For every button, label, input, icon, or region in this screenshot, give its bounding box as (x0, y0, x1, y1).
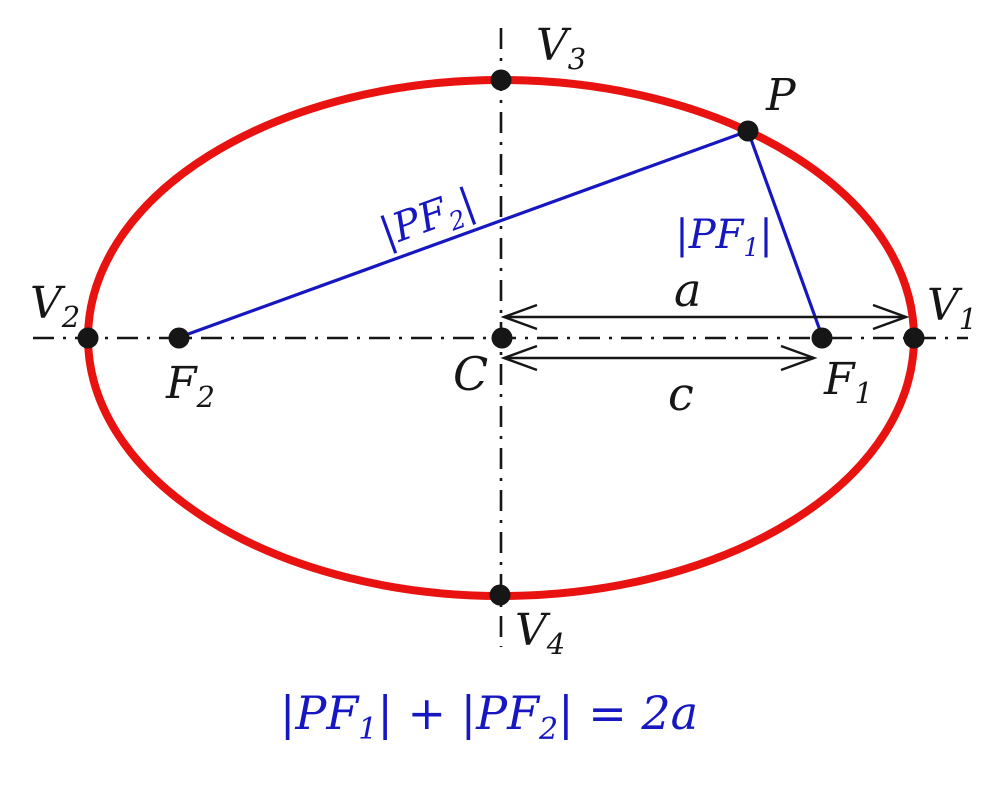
focus-f2-dot (168, 327, 190, 349)
vertex-v1-dot (903, 327, 925, 349)
segment-pf1-label: |PF1| (675, 212, 773, 262)
center-c-dot (491, 327, 513, 349)
point-p-label: P (765, 70, 797, 121)
vertex-v1-label: V1 (927, 280, 977, 336)
vertex-v2-label: V2 (30, 278, 80, 334)
segment-pf2-line (179, 129, 749, 339)
semi-major-a-label: a (674, 263, 701, 317)
center-c-label: C (453, 347, 488, 401)
point-p-dot (737, 120, 759, 142)
focus-f1-dot (811, 327, 833, 349)
arrow-focal-distance-c (500, 344, 818, 372)
focus-f1-label: F1 (823, 354, 873, 410)
vertex-v4-label: V4 (515, 605, 565, 661)
focal-distance-c-label: c (668, 367, 694, 421)
vertex-v3-label: V3 (536, 20, 586, 76)
segment-pf1-line (746, 130, 824, 337)
vertex-v3-dot (490, 69, 512, 91)
focal-distance-equation: |PF1| + |PF2| = 2a (280, 686, 698, 747)
arrow-semi-major-a (500, 303, 910, 331)
vertex-v2-dot (77, 327, 99, 349)
vertex-v4-dot (489, 584, 511, 606)
focus-f2-label: F2 (165, 358, 215, 414)
